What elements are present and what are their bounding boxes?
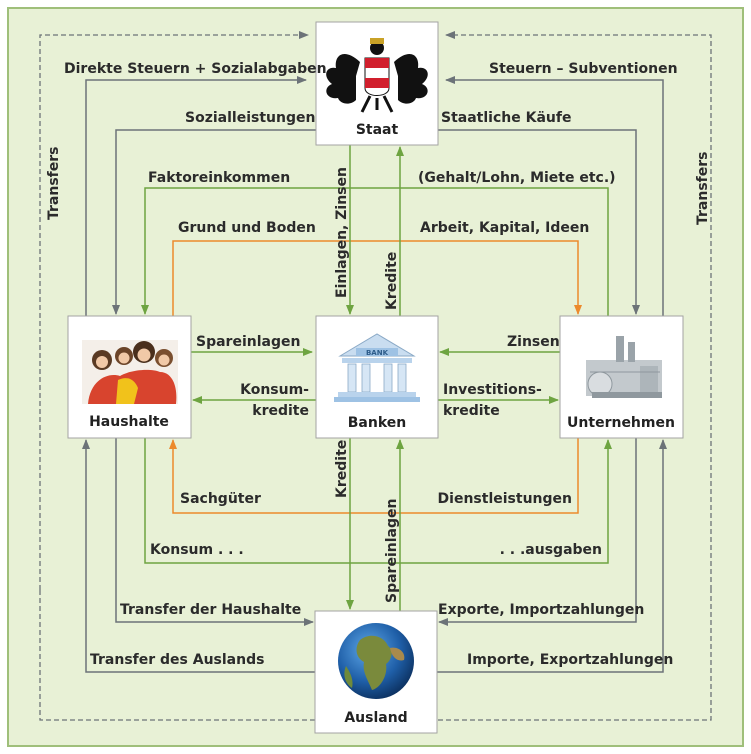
arrow-direkte-steuern xyxy=(85,76,307,316)
label-direkte-steuern: Direkte Steuern + Sozialabgaben xyxy=(64,61,327,77)
label-sozialleistungen: Sozialleistungen xyxy=(185,110,315,126)
arrow-staatliche-kaeufe xyxy=(438,129,640,315)
label-kredite-staat: Kredite xyxy=(384,252,400,310)
label-exporte-import: Exporte, Importzahlungen xyxy=(438,602,644,618)
label-grund-boden: Grund und Boden xyxy=(178,220,316,236)
arrow-sozialleistungen xyxy=(112,129,316,315)
node-banken: BANK Banken xyxy=(315,315,439,439)
label-investitionskredite-2: kredite xyxy=(443,403,500,419)
label-transfers-left: Transfers xyxy=(46,147,62,221)
eagle-icon xyxy=(326,38,428,113)
label-steuern-subventionen: Steuern – Subventionen xyxy=(489,61,678,77)
label-staatliche-kaeufe: Staatliche Käufe xyxy=(441,110,571,126)
label-transfer-haushalte: Transfer der Haushalte xyxy=(120,602,301,618)
bank-sign: BANK xyxy=(366,349,389,357)
label-unternehmen: Unternehmen xyxy=(567,415,675,431)
label-arbeit-kapital: Arbeit, Kapital, Ideen xyxy=(420,220,589,236)
label-investitionskredite-1: Investitions- xyxy=(443,382,542,398)
label-kredite-ausland: Kredite xyxy=(334,440,350,498)
arrow-steuern-subventionen xyxy=(445,76,664,316)
label-ausgaben: . . .ausgaben xyxy=(500,542,602,558)
label-banken: Banken xyxy=(348,415,406,431)
label-faktoreinkommen: Faktoreinkommen xyxy=(148,170,290,186)
label-staat: Staat xyxy=(356,122,399,138)
label-dienstleistungen: Dienstleistungen xyxy=(438,491,572,507)
node-haushalte: Haushalte xyxy=(67,315,192,439)
arrow-faktoreinkommen xyxy=(141,187,609,316)
label-ausland: Ausland xyxy=(344,710,407,726)
arrow-exporte-import xyxy=(438,438,637,626)
label-gehalt: (Gehalt/Lohn, Miete etc.) xyxy=(418,170,616,186)
family-photo xyxy=(82,340,178,404)
dashed-transfer-loop xyxy=(39,31,309,590)
label-einlagen-zinsen: Einlagen, Zinsen xyxy=(334,167,350,298)
node-staat: Staat xyxy=(315,21,439,146)
label-konsum: Konsum . . . xyxy=(150,542,244,558)
label-transfers-right: Transfers xyxy=(695,152,711,226)
node-ausland: Ausland xyxy=(314,610,438,734)
label-konsumkredite-2: kredite xyxy=(252,403,309,419)
label-sachgueter: Sachgüter xyxy=(180,491,261,507)
label-haushalte: Haushalte xyxy=(89,414,169,430)
dashed-transfer-loop-right xyxy=(445,31,712,590)
label-zinsen: Zinsen xyxy=(507,334,560,350)
factory-icon xyxy=(586,336,662,398)
arrow-transfer-ausland xyxy=(82,439,315,673)
label-konsumkredite-1: Konsum- xyxy=(240,382,309,398)
arrow-sachgueter xyxy=(169,438,579,514)
arrow-grund-boden xyxy=(172,240,582,316)
arrow-importe-export xyxy=(437,439,667,673)
arrow-transfer-haushalte xyxy=(115,438,314,626)
label-transfer-ausland: Transfer des Auslands xyxy=(90,652,264,668)
label-spareinlagen: Spareinlagen xyxy=(196,334,300,350)
node-unternehmen: Unternehmen xyxy=(559,315,684,439)
label-importe-export: Importe, Exportzahlungen xyxy=(467,652,673,668)
arrow-konsum-ausgaben xyxy=(144,438,612,564)
bank-building-icon: BANK xyxy=(334,333,420,402)
label-spareinlagen-ausland: Spareinlagen xyxy=(384,499,400,603)
globe-icon xyxy=(338,623,414,699)
